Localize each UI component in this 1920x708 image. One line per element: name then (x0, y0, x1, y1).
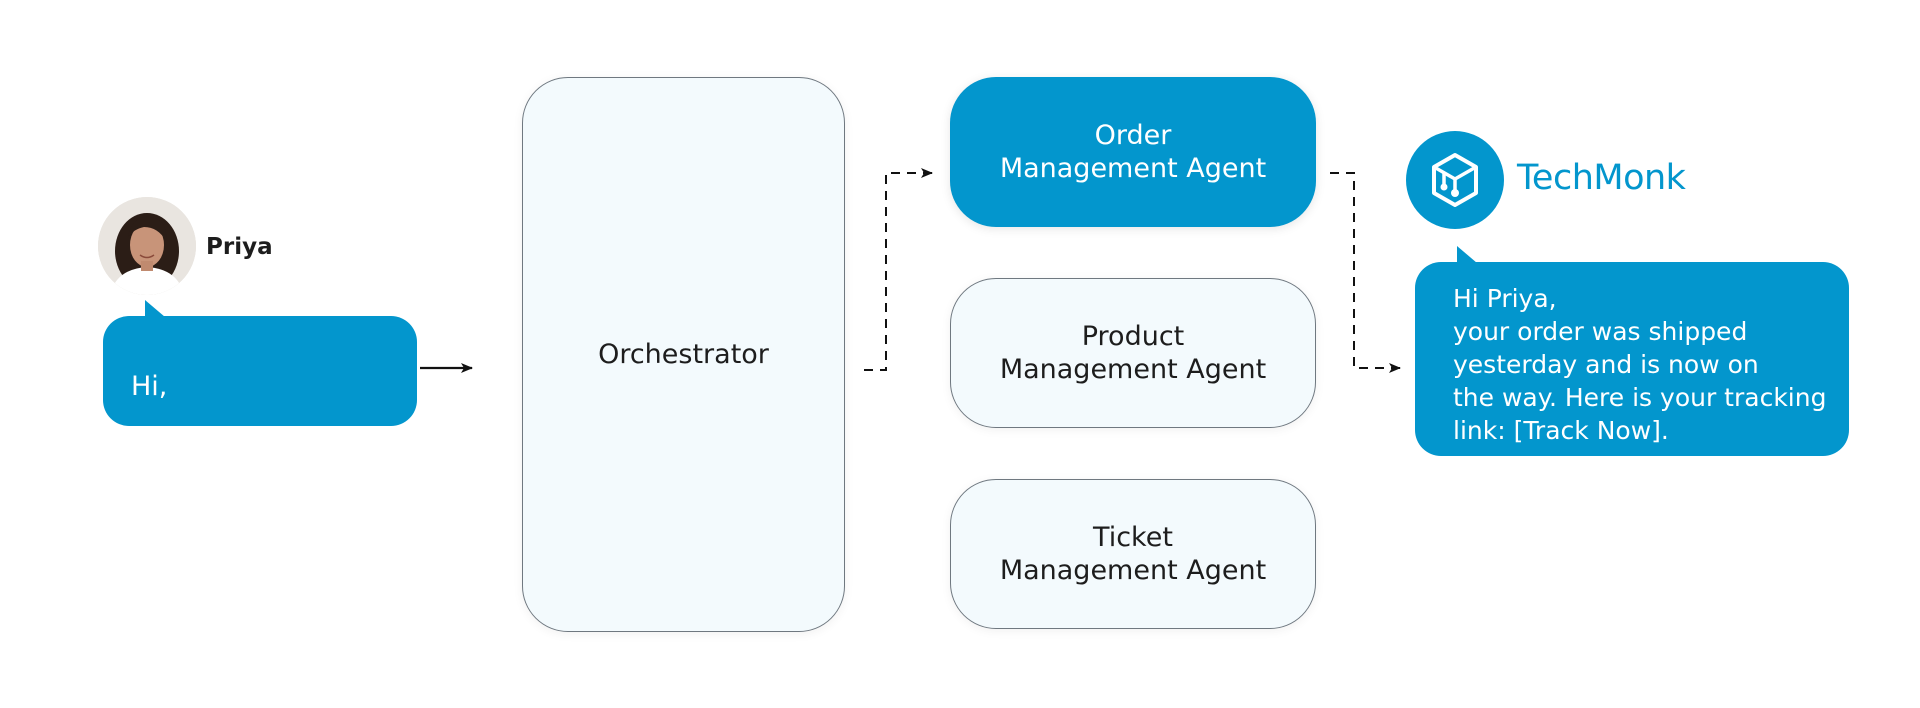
agent-label-line: Product (1081, 321, 1185, 352)
user-message-line: Hi, (131, 371, 168, 402)
product-management-agent: Product Management Agent (950, 278, 1316, 428)
agent-label-line: Ticket (1093, 522, 1173, 553)
reply-line: yesterday and is now on (1453, 350, 1759, 379)
order-management-agent: Order Management Agent (950, 77, 1316, 227)
agent-label-line: Management Agent (999, 354, 1267, 385)
user-name: Priya (206, 234, 273, 260)
brand-name: TechMonk (1517, 158, 1686, 198)
orchestrator-label: Orchestrator (598, 339, 769, 370)
reply-line: your order was shipped (1453, 317, 1748, 346)
orchestrator-to-order-agent-arrow (864, 168, 933, 371)
reply-line: Hi Priya, (1453, 284, 1557, 313)
user-message-bubble: Hi, where is my order? (103, 300, 417, 468)
bot-reply-bubble: Hi Priya, your order was shipped yesterd… (1415, 246, 1849, 456)
reply-line: the way. Here is your tracking (1453, 383, 1827, 412)
order-agent-to-reply-arrow (1330, 172, 1401, 373)
agent-label-line: Management Agent (999, 555, 1267, 586)
techmonk-logo-icon (1406, 131, 1504, 229)
reply-line: link: [Track Now]. (1453, 416, 1669, 445)
ticket-management-agent: Ticket Management Agent (950, 479, 1316, 629)
orchestrator-box: Orchestrator (522, 77, 845, 632)
agent-label-line: Management Agent (999, 153, 1267, 184)
agent-label-line: Order (1094, 120, 1172, 151)
user-avatar (98, 197, 196, 295)
user-message-line: where is my order? (131, 437, 390, 468)
